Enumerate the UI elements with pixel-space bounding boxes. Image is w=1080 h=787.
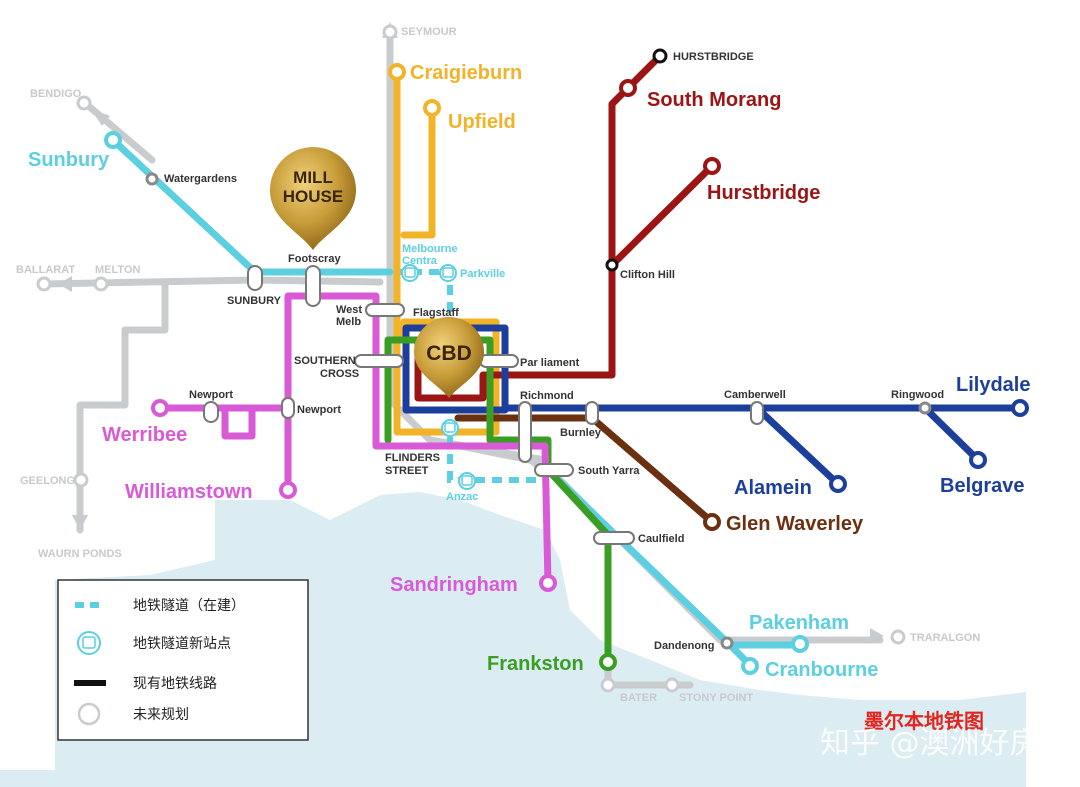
- line-cranbourne: Cranbourne: [765, 659, 878, 681]
- station-camberwell: Camberwell: [724, 389, 786, 401]
- station-south-yarra: South Yarra: [578, 465, 640, 477]
- station-west-melb-line2: Melb: [336, 316, 361, 328]
- station-parkville: Parkville: [460, 268, 505, 280]
- watermark: 知乎 @澳洲好房: [820, 726, 1040, 761]
- station-flagstaff: Flagstaff: [413, 307, 459, 319]
- station-footscray: Footscray: [288, 253, 341, 265]
- mill-house-label-line2: HOUSE: [283, 187, 343, 206]
- line-pakenham: Pakenham: [749, 612, 849, 634]
- legend-future-plan: 未来规划: [133, 707, 189, 723]
- line-craigieburn: Craigieburn: [410, 62, 522, 84]
- station-newport-left: Newport: [189, 389, 233, 401]
- station-hurstbridge-top: HURSTBRIDGE: [673, 51, 754, 63]
- station-caulfield: Caulfield: [638, 533, 684, 545]
- terminus-markers: [36, 24, 1029, 693]
- station-bendigo: BENDIGO: [30, 88, 82, 100]
- station-richmond: Richmond: [520, 390, 574, 402]
- station-dandenong: Dandenong: [654, 640, 715, 652]
- line-south-morang: South Morang: [647, 89, 781, 111]
- station-traralgon: TRARALGON: [910, 632, 980, 644]
- station-melton: MELTON: [95, 264, 140, 276]
- mill-house-label-line1: MILL: [293, 168, 333, 187]
- legend-existing-line: 现有地铁线路: [133, 676, 217, 692]
- legend: 地铁隧道（在建） 地铁隧道新站点 现有地铁线路 未来规划: [57, 579, 309, 741]
- station-flinders-line2: STREET: [385, 465, 429, 477]
- station-parliament: Par liament: [520, 357, 580, 369]
- station-west-melb-line1: West: [336, 304, 362, 316]
- station-stony-point: STONY POINT: [679, 692, 753, 704]
- station-melbourne-central-line1: Melbourne: [402, 243, 458, 255]
- arrow-bendigo: [90, 108, 110, 126]
- interchange-pills: [203, 265, 764, 545]
- station-southern-cross-line2: CROSS: [320, 368, 359, 380]
- legend-future-swatch: [77, 702, 101, 726]
- line-hurstbridge: Hurstbridge: [707, 182, 820, 204]
- station-ballarat: BALLARAT: [16, 264, 75, 276]
- cbd-label: CBD: [426, 342, 472, 365]
- station-melbourne-central-line2: Centra: [402, 255, 438, 267]
- line-upfield: Upfield: [448, 111, 516, 133]
- train-station-icon-state-library: [441, 419, 459, 437]
- station-southern-cross-line1: SOUTHERN: [294, 355, 356, 367]
- line-belgrave: Belgrave: [940, 475, 1025, 497]
- station-sunbury-junction: SUNBURY: [227, 295, 282, 307]
- station-geelong: GEELONG: [20, 475, 75, 487]
- station-clifton-hill: Clifton Hill: [620, 269, 675, 281]
- train-station-icon-melbourne-central: [401, 264, 419, 282]
- station-newport-right: Newport: [297, 404, 341, 416]
- station-watergardens: Watergardens: [164, 173, 237, 185]
- station-anzac: Anzac: [446, 491, 478, 503]
- station-flinders-line1: FLINDERS: [385, 452, 440, 464]
- mill-house-pin: MILL HOUSE: [270, 147, 356, 250]
- legend-new-station: 地铁隧道新站点: [133, 636, 231, 652]
- arrow-ballarat: [58, 276, 72, 292]
- arrow-waurn-ponds: [72, 515, 88, 530]
- cbd-pin: CBD: [414, 317, 484, 398]
- train-station-icon-anzac: [458, 472, 476, 490]
- line-lilydale: Lilydale: [956, 374, 1030, 396]
- train-station-icon-parkville: [439, 264, 457, 282]
- legend-new-station-icon: [77, 631, 101, 655]
- legend-tunnel: 地铁隧道（在建）: [133, 598, 245, 614]
- line-williamstown: Williamstown: [125, 481, 253, 503]
- line-sandringham: Sandringham: [390, 574, 518, 596]
- station-ringwood: Ringwood: [891, 389, 944, 401]
- station-bater: BATER: [620, 692, 657, 704]
- line-werribee: Werribee: [102, 424, 187, 446]
- station-waurn-ponds: WAURN PONDS: [38, 548, 122, 560]
- map-title: 墨尔本地铁图: [864, 709, 984, 733]
- line-sunbury: Sunbury: [28, 149, 110, 171]
- new-station-icons: [401, 264, 476, 490]
- line-glen-waverley: Glen Waverley: [726, 513, 864, 535]
- station-burnley: Burnley: [560, 427, 602, 439]
- line-frankston: Frankston: [487, 653, 584, 675]
- arrow-traralgon: [870, 628, 884, 644]
- station-seymour: SEYMOUR: [401, 26, 457, 38]
- line-alamein: Alamein: [734, 477, 812, 499]
